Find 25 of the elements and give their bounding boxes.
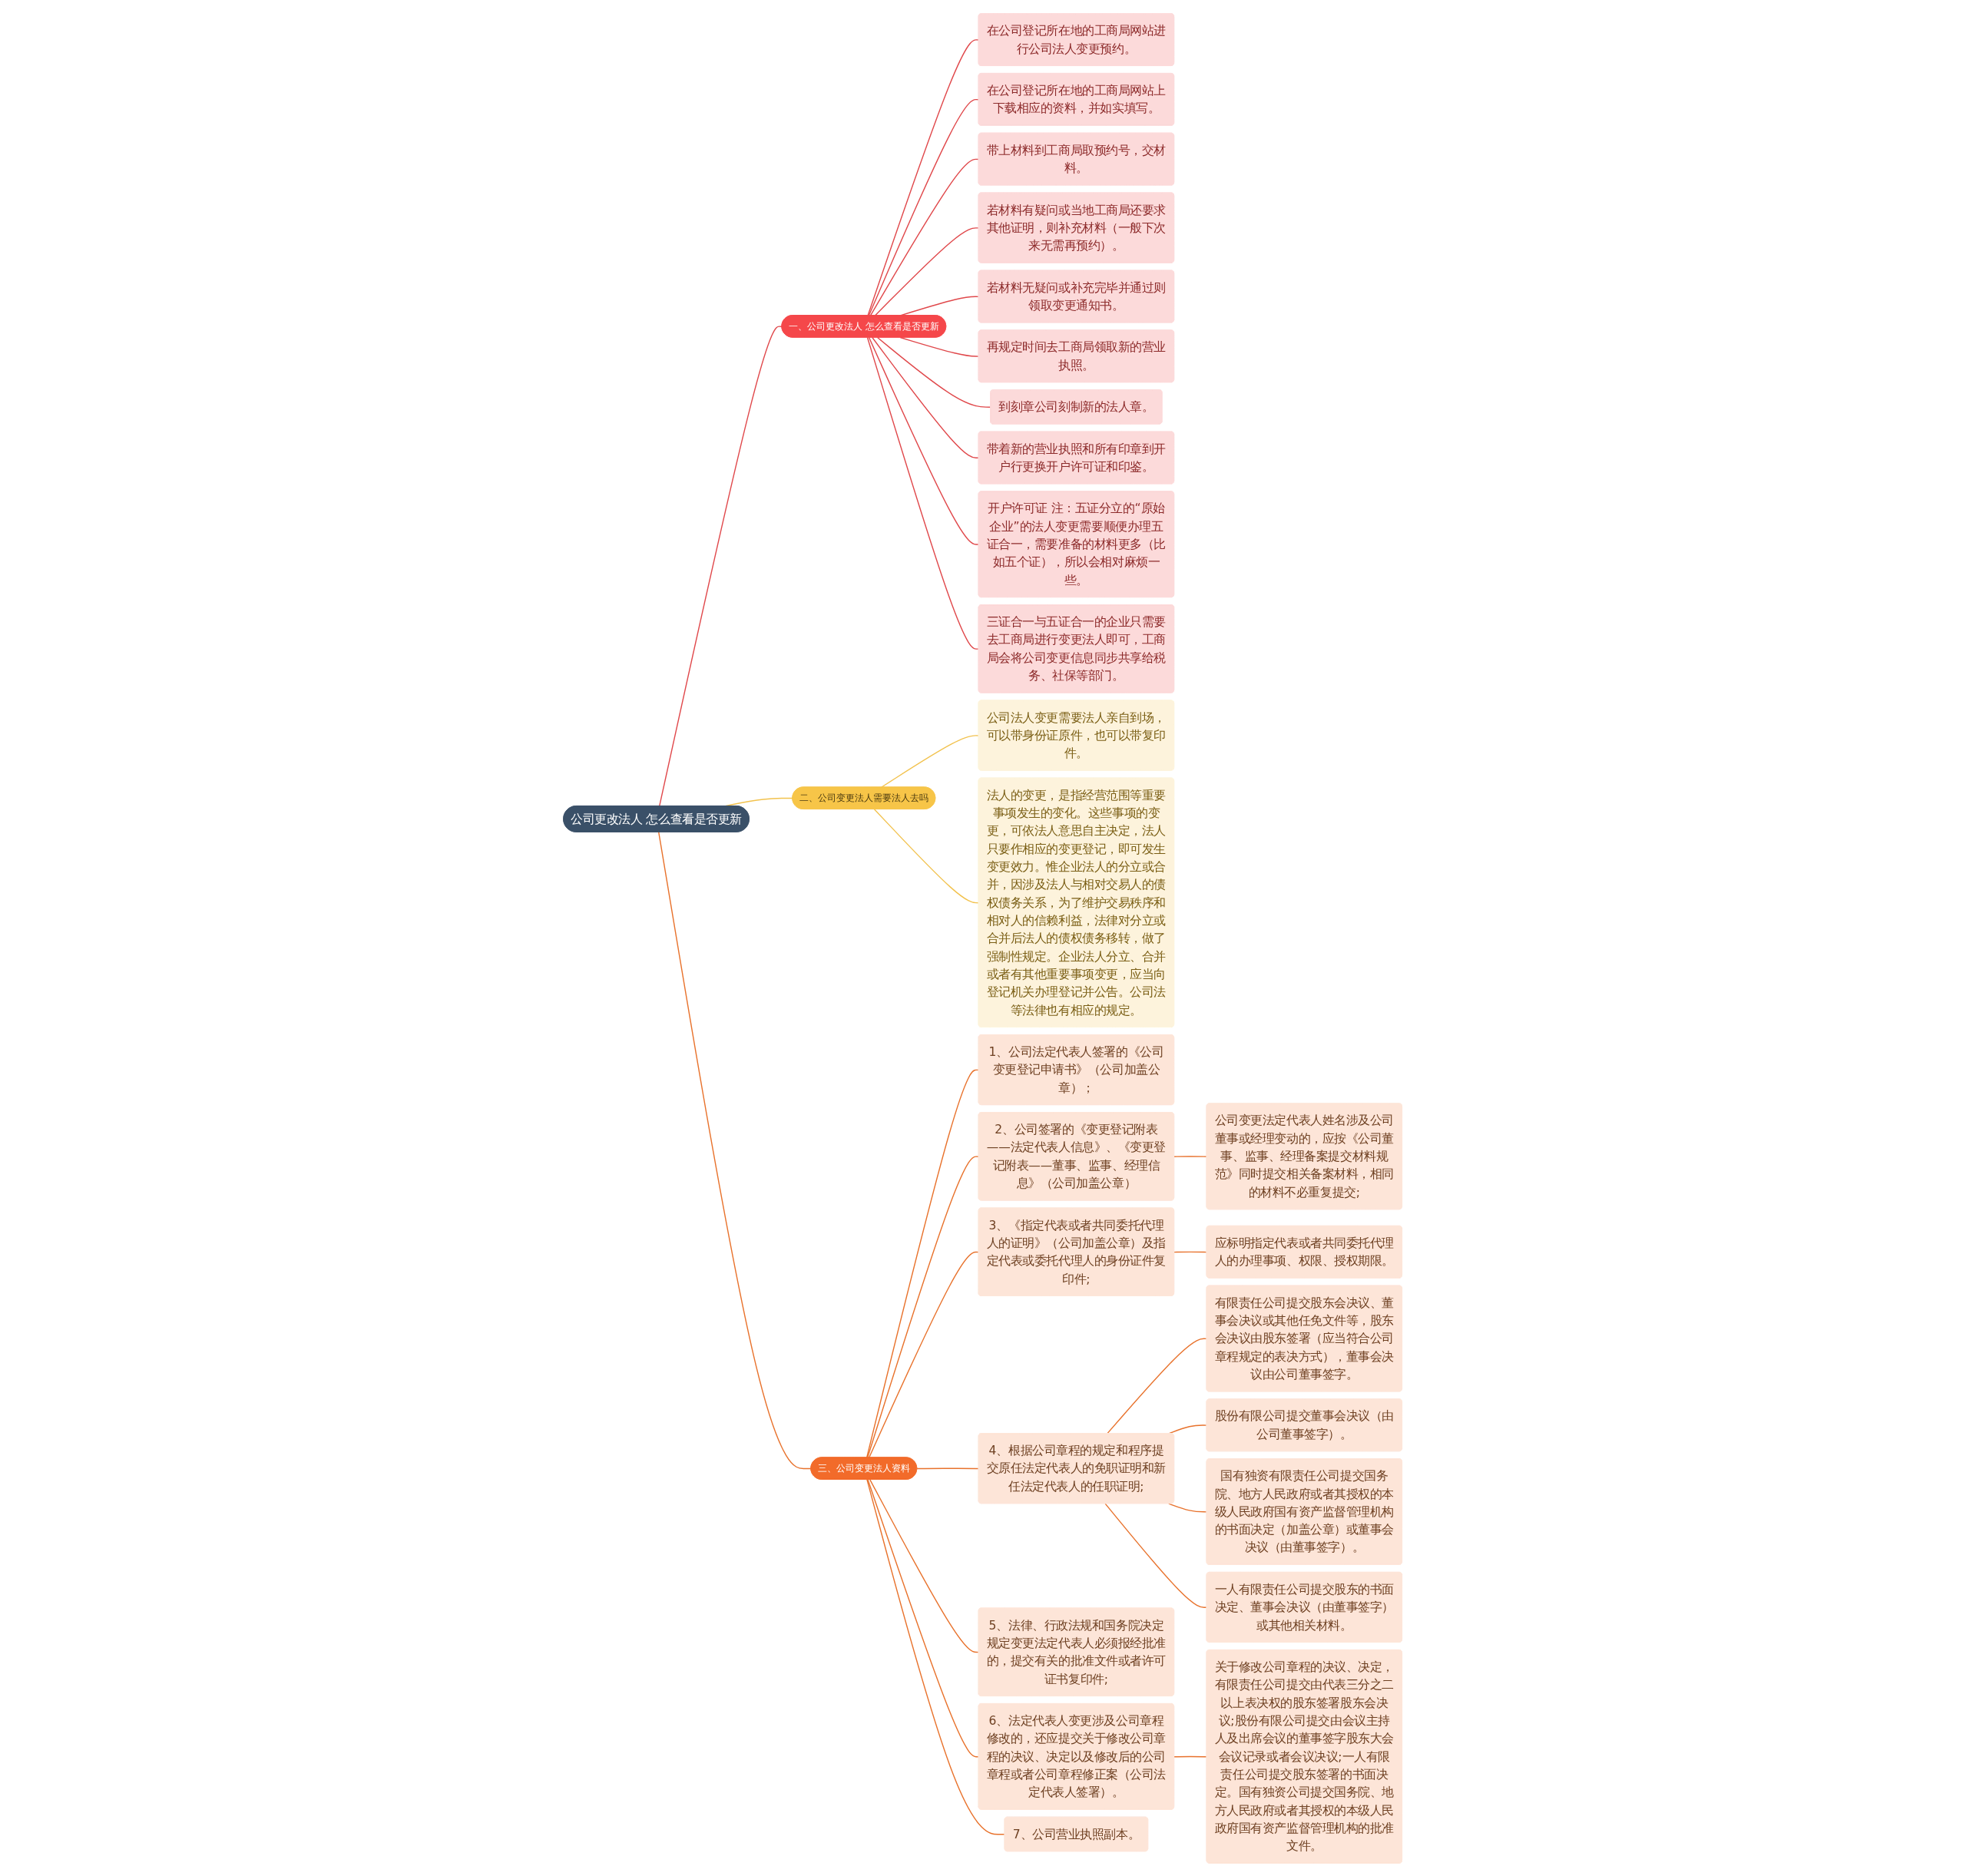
connector (1107, 1338, 1208, 1434)
connector (874, 808, 980, 903)
connector (1104, 1502, 1208, 1608)
connector (1173, 1251, 1208, 1252)
connector (869, 1251, 980, 1458)
connector (869, 1478, 980, 1653)
connector (867, 1478, 980, 1757)
connector (881, 734, 980, 788)
connector (867, 1155, 980, 1458)
connector (900, 336, 980, 357)
connector (1173, 1155, 1208, 1157)
connector (867, 336, 980, 650)
connector (867, 38, 980, 316)
connector (658, 831, 813, 1469)
connector (1173, 1755, 1208, 1757)
connector (875, 227, 980, 316)
connector (869, 98, 980, 316)
connector (872, 336, 980, 458)
connector (866, 1478, 1006, 1835)
connector (1168, 1502, 1208, 1513)
connector (870, 158, 980, 316)
connector (916, 1467, 980, 1469)
connector (866, 1069, 980, 1458)
connector (877, 336, 992, 408)
connector (869, 336, 980, 545)
